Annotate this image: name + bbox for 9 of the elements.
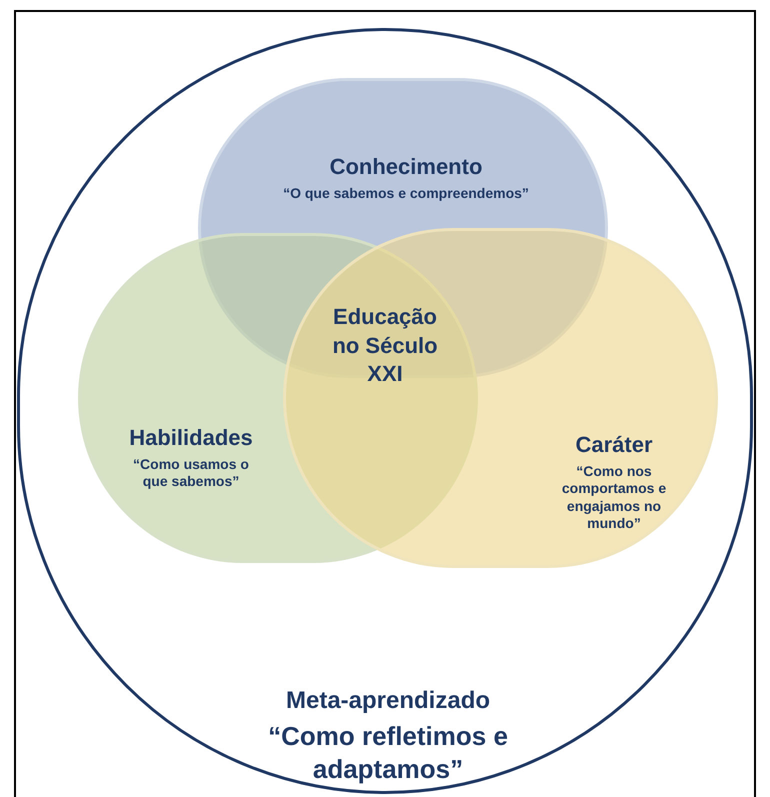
circle-quote: “Como usamos o que sabemos” [132,456,250,490]
circle-quote: “Como refletimos e adaptamos” [267,720,509,785]
circle-heading: Conhecimento [330,153,482,180]
circle-heading: Habilidades [129,424,253,452]
center-label: Educação no Século XXI [331,303,439,388]
circle-heading: Meta-aprendizado [286,686,490,716]
circle-quote: “O que sabemos e compreendemos” [283,184,529,202]
circle-quote: “Como nos comportamos e engajamos no mundo” [560,462,668,532]
circle-heading: Caráter [575,431,653,458]
